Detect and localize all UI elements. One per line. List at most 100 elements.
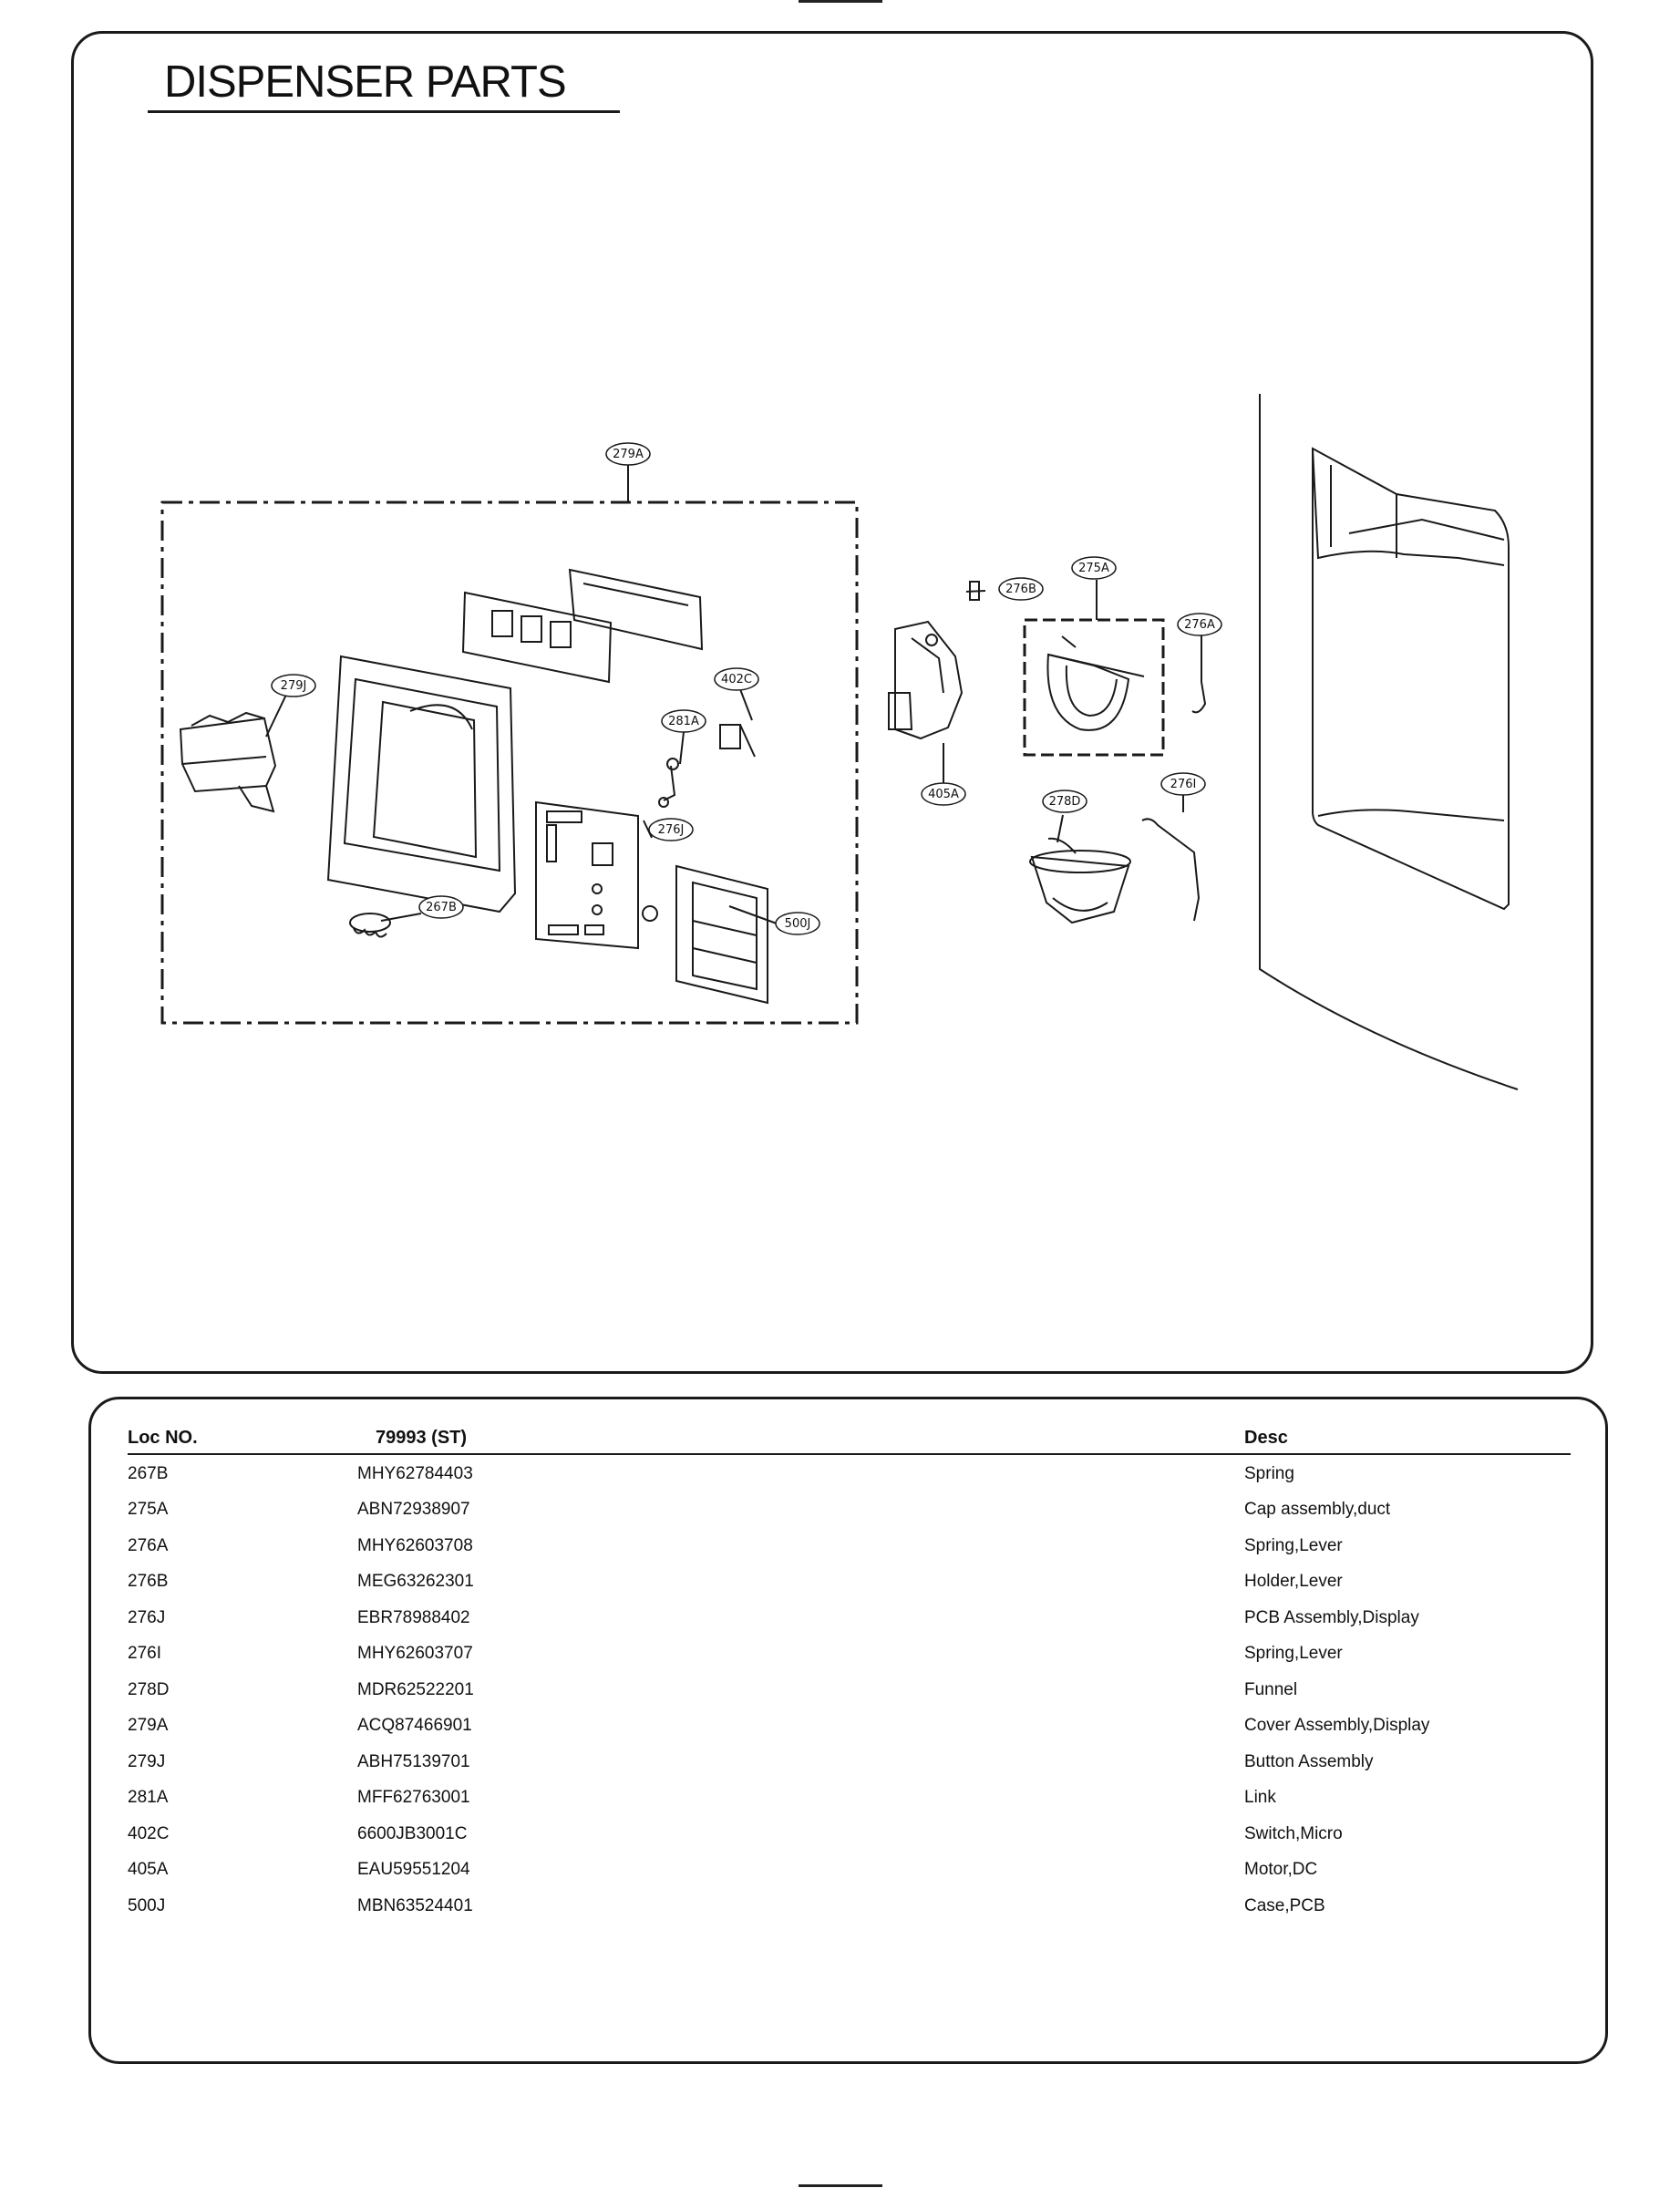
part-number-cell: MHY62784403: [357, 1464, 473, 1483]
display-strip: [461, 568, 704, 684]
page-title: DISPENSER PARTS: [164, 57, 567, 107]
parts-table-panel: [88, 1397, 1608, 2064]
callout-500J: [775, 912, 820, 935]
callout-276J: [648, 818, 694, 841]
callout-276I: [1160, 772, 1206, 796]
table-row: 279A ACQ87466901 Cover Assembly,Display: [0, 1716, 1680, 1751]
diagram-panel: [71, 31, 1593, 1374]
description-cell: Case,PCB: [1244, 1896, 1325, 1915]
loc-cell: 276J: [128, 1608, 166, 1627]
motor-dc-405A: [888, 620, 964, 740]
callout-276A-label: 276A: [1184, 618, 1215, 632]
link-281A: [658, 758, 679, 808]
callout-276J-label: 276J: [658, 823, 685, 837]
loc-cell: 500J: [128, 1896, 166, 1915]
funnel-278D: [1029, 837, 1131, 924]
table-row: 500J MBN63524401 Case,PCB: [0, 1896, 1680, 1932]
description-cell: Motor,DC: [1244, 1860, 1318, 1879]
part-number-cell: EBR78988402: [357, 1608, 470, 1627]
callout-279A: [605, 442, 651, 466]
table-header-rule: [128, 1453, 1571, 1455]
button-assembly-279J: [179, 711, 277, 813]
table-header-desc: Desc: [1244, 1428, 1288, 1448]
table-row: 281A MFF62763001 Link: [0, 1788, 1680, 1823]
description-cell: Button Assembly: [1244, 1752, 1374, 1771]
callout-279J-label: 279J: [281, 679, 307, 693]
page-bottom-mark: [799, 2184, 882, 2187]
page-top-mark: [799, 0, 882, 3]
description-cell: Holder,Lever: [1244, 1572, 1343, 1591]
callout-405A-label: 405A: [928, 788, 959, 801]
case-pcb-500J: [642, 864, 768, 1005]
callout-278D-label: 278D: [1049, 795, 1081, 809]
cap-assembly-275A: [1046, 635, 1145, 731]
table-row: 402C 6600JB3001C Switch,Micro: [0, 1824, 1680, 1860]
callout-267B-label: 267B: [426, 901, 457, 914]
assembly-279A-outline: [160, 501, 859, 1025]
loc-cell: 276I: [128, 1644, 161, 1663]
description-cell: Funnel: [1244, 1680, 1298, 1699]
table-row: 276I MHY62603707 Spring,Lever: [0, 1644, 1680, 1679]
spring-lever-276A: [1191, 681, 1207, 714]
callout-279J: [271, 674, 316, 697]
table-header-part: 79993 (ST): [376, 1428, 468, 1448]
cover-display-279A: [326, 655, 517, 913]
description-cell: Switch,Micro: [1244, 1824, 1343, 1843]
part-number-cell: MFF62763001: [357, 1788, 470, 1807]
description-cell: Spring: [1244, 1464, 1294, 1483]
part-number-cell: MHY62603707: [357, 1644, 473, 1663]
part-number-cell: ACQ87466901: [357, 1716, 472, 1735]
part-number-cell: MBN63524401: [357, 1896, 473, 1915]
loc-cell: 279J: [128, 1752, 166, 1771]
part-number-cell: MHY62603708: [357, 1536, 473, 1555]
pcb-display-276J: [535, 800, 639, 950]
part-number-cell: ABN72938907: [357, 1500, 470, 1519]
table-row: 276J EBR78988402 PCB Assembly,Display: [0, 1608, 1680, 1644]
callout-276B-label: 276B: [1005, 583, 1036, 596]
description-cell: Spring,Lever: [1244, 1644, 1343, 1663]
table-row: 276A MHY62603708 Spring,Lever: [0, 1536, 1680, 1572]
callout-278D: [1042, 790, 1087, 813]
callout-500J-label: 500J: [785, 917, 811, 931]
loc-cell: 275A: [128, 1500, 169, 1519]
callout-275A: [1071, 556, 1117, 580]
callout-281A-label: 281A: [668, 715, 699, 728]
part-number-cell: MEG63262301: [357, 1572, 474, 1591]
loc-cell: 276B: [128, 1572, 169, 1591]
loc-cell: 405A: [128, 1860, 169, 1879]
micro-switch-402C: [719, 724, 756, 758]
callout-402C-label: 402C: [721, 673, 752, 686]
assembly-275A-outline: [1023, 618, 1165, 757]
table-row: 279J ABH75139701 Button Assembly: [0, 1752, 1680, 1788]
callout-405A: [921, 782, 966, 806]
description-cell: PCB Assembly,Display: [1244, 1608, 1419, 1627]
callout-281A: [661, 709, 706, 733]
loc-cell: 267B: [128, 1464, 169, 1483]
description-cell: Link: [1244, 1788, 1276, 1807]
part-number-cell: 6600JB3001C: [357, 1824, 468, 1843]
exploded-parts-diagram: 279A 279J 402C 281A 276J 267B 500J 276B …: [160, 394, 1519, 1090]
part-number-cell: ABH75139701: [357, 1752, 470, 1771]
refrigerator-door-outline: [1259, 394, 1519, 1090]
spring-267B: [349, 913, 391, 938]
callout-276A: [1177, 613, 1222, 636]
loc-cell: 279A: [128, 1716, 169, 1735]
callout-402C: [714, 667, 759, 691]
loc-cell: 281A: [128, 1788, 169, 1807]
table-row: 276B MEG63262301 Holder,Lever: [0, 1572, 1680, 1607]
description-cell: Spring,Lever: [1244, 1536, 1343, 1555]
description-cell: Cap assembly,duct: [1244, 1500, 1391, 1519]
spring-lever-276I: [1141, 818, 1201, 922]
callout-276I-label: 276I: [1170, 778, 1197, 791]
callout-267B: [418, 895, 464, 919]
description-cell: Cover Assembly,Display: [1244, 1716, 1430, 1735]
holder-lever-276B: [969, 581, 980, 601]
loc-cell: 278D: [128, 1680, 170, 1699]
part-number-cell: EAU59551204: [357, 1860, 470, 1879]
table-header-loc: Loc NO.: [128, 1428, 198, 1448]
loc-cell: 402C: [128, 1824, 170, 1843]
part-number-cell: MDR62522201: [357, 1680, 474, 1699]
table-row: 275A ABN72938907 Cap assembly,duct: [0, 1500, 1680, 1535]
callout-276B: [998, 577, 1044, 601]
table-row: 278D MDR62522201 Funnel: [0, 1680, 1680, 1716]
